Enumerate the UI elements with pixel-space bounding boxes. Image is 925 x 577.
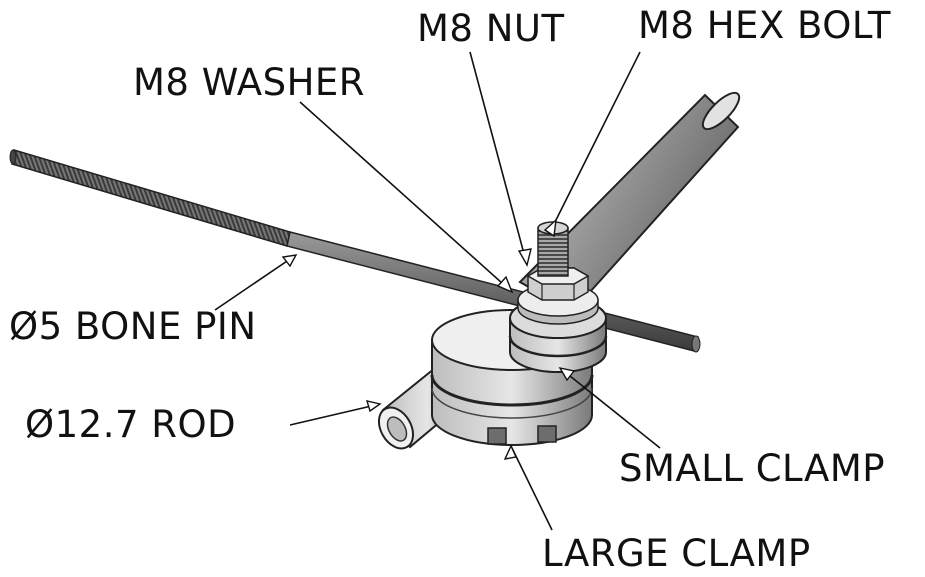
leader-m8-hex-bolt (555, 51, 641, 221)
leader-large-clamp (510, 445, 553, 531)
label-small-clamp: SMALL CLAMP (619, 447, 886, 490)
leader-small-clamp (559, 367, 661, 449)
leader-m8-nut (469, 51, 528, 266)
label-bone-pin: Ø5 BONE PIN (9, 305, 257, 348)
label-m8-nut: M8 NUT (417, 7, 565, 50)
label-rod: Ø12.7 ROD (25, 403, 237, 446)
leader-rod (289, 403, 381, 426)
arrowhead-m8-nut (517, 248, 532, 267)
leader-m8-washer (299, 101, 513, 293)
label-large-clamp: LARGE CLAMP (542, 532, 811, 575)
arrowhead-rod (365, 400, 382, 413)
arrowhead-bone-pin (281, 254, 298, 268)
label-m8-hex-bolt: M8 HEX BOLT (638, 4, 892, 47)
arrowhead-m8-hex-bolt (543, 218, 557, 238)
arrowhead-m8-washer (496, 275, 514, 294)
arrowheads (281, 218, 576, 460)
arrowhead-large-clamp (503, 444, 518, 460)
label-m8-washer: M8 WASHER (133, 61, 365, 104)
arrowhead-small-clamp (558, 366, 576, 382)
leader-lines (214, 51, 661, 531)
leader-bone-pin (214, 254, 297, 311)
